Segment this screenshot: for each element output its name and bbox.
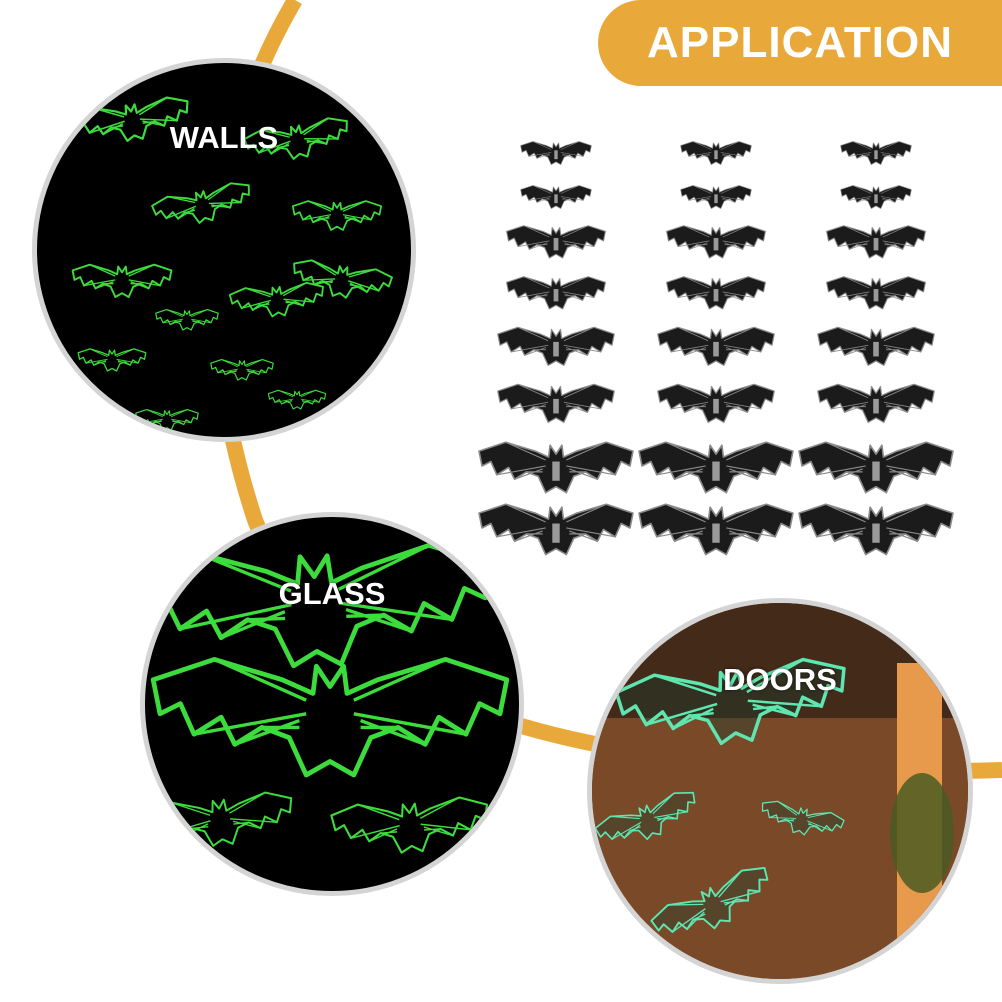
glass-image: GLASS [140,512,524,896]
walls-bats [71,96,393,431]
glass-label: GLASS [278,576,386,611]
bat-sticker-r6-c3 [817,383,935,424]
application-banner: APPLICATION [598,0,1002,86]
walls-bat-3 [151,182,250,224]
bat-sticker-r1-c1 [520,141,592,165]
bat-sticker-r4-c2 [666,276,766,310]
bat-sticker-r2-c1 [520,185,592,209]
walls-bat-5 [71,263,173,298]
doors-bat-2 [594,791,696,840]
bat-sticker-r3-c3 [826,225,926,259]
walls-bat-8 [228,281,324,318]
glass-bat-4 [330,796,489,854]
bat-sticker-r8-c3 [798,503,954,556]
bat-sticker-r2-c3 [840,185,912,209]
bat-sticker-r5-c2 [657,326,775,367]
glass-bat-1 [145,543,494,669]
bat-sticker-r4-c3 [826,276,926,310]
walls-label: WALLS [169,120,279,155]
bat-sticker-r1-c3 [840,141,912,165]
walls-bat-4 [291,200,383,231]
banner-title: APPLICATION [647,18,953,67]
bat-sticker-r7-c1 [478,441,634,494]
bat-sticker-r2-c2 [680,185,752,209]
walls-bat-2 [243,117,348,160]
walls-bat-11 [135,408,199,431]
doors-bat-4 [650,866,769,933]
walls-bat-12 [267,389,327,410]
glass-bat-2 [150,657,510,778]
bat-sticker-r5-c1 [497,326,615,367]
glass-bat-3 [145,791,293,847]
bat-sticker-r3-c1 [506,225,606,259]
bat-sticker-r1-c2 [680,141,752,165]
plant-leaves [890,773,954,893]
glass-bats [145,543,510,854]
doors-bat-1 [614,657,846,746]
bat-sticker-r7-c3 [798,441,954,494]
bat-sticker-r3-c2 [666,225,766,259]
walls-image: WALLS [32,58,416,442]
bat-sticker-r4-c1 [506,276,606,310]
doors-label: DOORS [723,662,837,697]
bat-sticker-r8-c1 [478,503,634,556]
bat-sticker-r7-c2 [638,441,794,494]
doors-bat-3 [761,800,845,836]
bat-sticker-grid [478,141,954,556]
doors-image: DOORS [587,598,973,984]
walls-bat-9 [77,348,147,372]
doors-bats [592,603,968,979]
bat-sticker-r6-c1 [497,383,615,424]
bat-sticker-r5-c3 [817,326,935,367]
walls-bat-6 [293,259,393,299]
bat-sticker-r8-c2 [638,503,794,556]
bat-sticker-r6-c2 [657,383,775,424]
walls-bat-7 [155,308,219,331]
walls-bat-10 [210,358,274,381]
walls-bat-1 [73,96,189,142]
